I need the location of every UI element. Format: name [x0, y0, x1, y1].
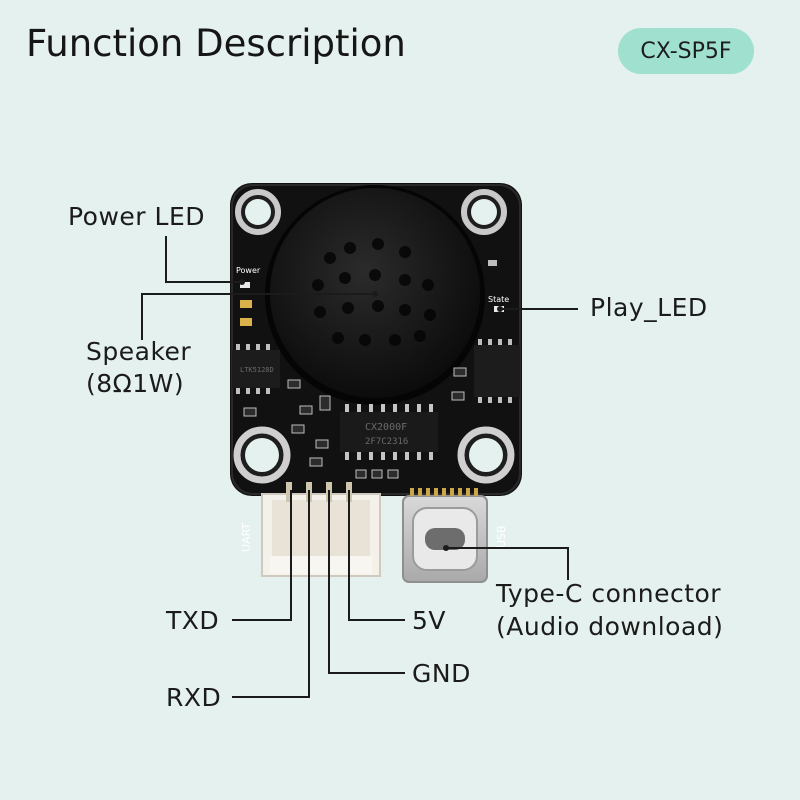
- leader-rxd: [232, 490, 310, 698]
- amp-chip-right: [474, 339, 520, 403]
- mount-hole-top-left: [235, 189, 281, 235]
- mount-hole-bottom-right: [457, 426, 515, 484]
- silk-power: Power: [236, 266, 261, 275]
- label-speaker-spec: (8Ω1W): [86, 369, 185, 398]
- mount-hole-top-right: [461, 189, 507, 235]
- leader-power-led: [165, 236, 242, 283]
- leader-gnd: [328, 490, 405, 674]
- page-title: Function Description: [26, 22, 406, 65]
- label-speaker: Speaker: [86, 337, 192, 366]
- main-chip: CX2000F 2F7C2316: [340, 404, 438, 460]
- leader-type-c: [446, 547, 569, 580]
- model-badge: CX-SP5F: [618, 28, 754, 74]
- chip-main-code: 2F7C2316: [365, 437, 408, 447]
- uart-connector: [261, 482, 381, 577]
- leader-5v: [348, 490, 405, 621]
- label-gnd: GND: [412, 659, 471, 688]
- leader-speaker: [141, 293, 375, 340]
- label-power-led: Power LED: [68, 202, 206, 231]
- amp-chip-left: LTK5128D: [232, 344, 280, 394]
- usb-type-c-connector: [402, 488, 488, 583]
- mount-hole-bottom-left: [233, 426, 291, 484]
- label-type-c-note: (Audio download): [496, 612, 724, 641]
- power-led: [240, 282, 250, 288]
- label-type-c: Type-C connector: [496, 579, 722, 608]
- label-txd: TXD: [166, 606, 220, 635]
- silk-usb: USB: [495, 525, 508, 548]
- label-play-led: Play_LED: [590, 293, 708, 322]
- chip-side-text: LTK5128D: [240, 366, 274, 374]
- silk-uart: UART: [240, 523, 253, 552]
- label-5v: 5V: [412, 606, 447, 635]
- silk-state: State: [488, 295, 509, 304]
- chip-main-text: CX2000F: [365, 422, 407, 433]
- leader-txd: [232, 490, 292, 621]
- label-rxd: RXD: [166, 683, 222, 712]
